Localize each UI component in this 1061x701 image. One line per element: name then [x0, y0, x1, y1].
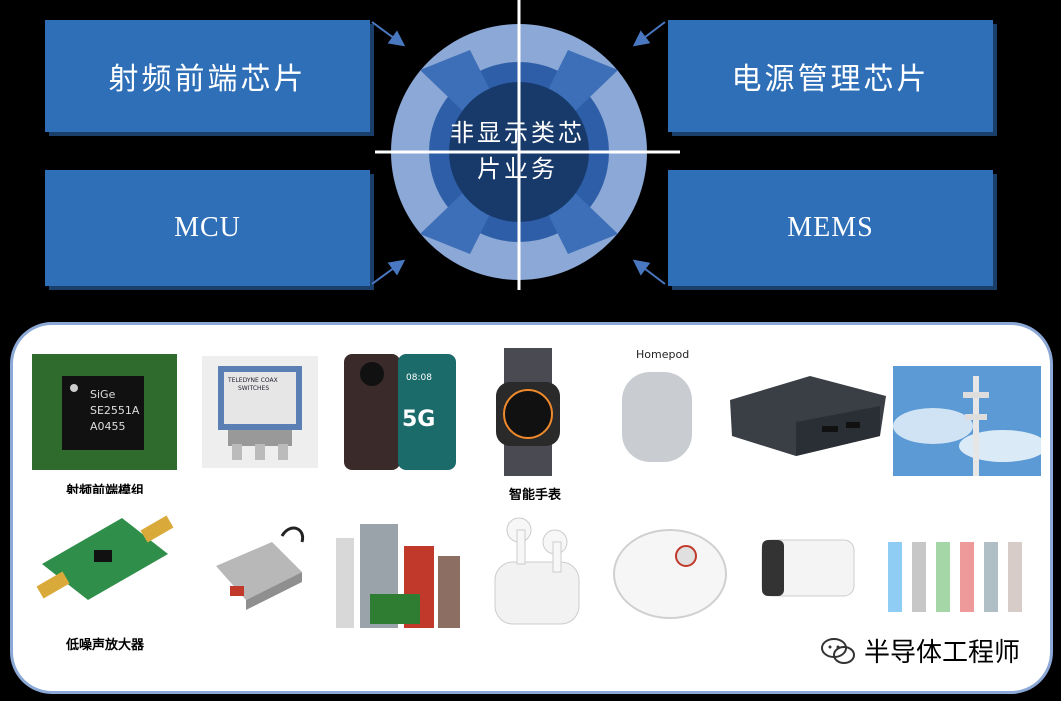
category-label: 射频前端芯片	[108, 62, 307, 97]
hub-label: 非显示类芯 片业务	[445, 115, 590, 187]
ring-diagram	[371, 0, 680, 290]
lna-board-photo	[22, 494, 182, 622]
speaker-name: Homepod	[636, 348, 689, 361]
connector-arrow-rf	[371, 21, 406, 47]
coax-type: SWITCHES	[238, 385, 269, 392]
tv-box-photo	[726, 356, 892, 474]
smartphone-photo: 08:08 5G	[336, 350, 464, 474]
robot-vacuum-photo	[610, 500, 728, 632]
e-cigarettes-photo	[880, 532, 1040, 614]
chip-brand: SiGe	[90, 388, 116, 401]
phone-badge: 5G	[402, 407, 435, 432]
rf-module-photo	[202, 512, 318, 626]
category-rf-front-end: 射频前端芯片	[45, 20, 370, 132]
category-mems: MEMS	[668, 170, 993, 286]
rf-chip-photo: SiGe SE2551A A0455	[32, 354, 177, 470]
category-label: MCU	[174, 212, 241, 243]
appliances-photo	[330, 516, 464, 632]
connector-arrow-mems	[632, 259, 666, 285]
brand-watermark: 半导体工程师	[820, 632, 1020, 669]
connector-arrow-pm	[632, 21, 666, 47]
security-camera-photo	[728, 500, 860, 632]
speaker-photo: Homepod	[588, 338, 726, 474]
smartwatch-photo	[470, 348, 586, 476]
coax-brand: TELEDYNE COAX	[227, 377, 278, 384]
category-label: MEMS	[787, 212, 874, 243]
hub-line-1: 非显示类芯	[450, 119, 585, 147]
category-power-management: 电源管理芯片	[668, 20, 993, 132]
category-label: 电源管理芯片	[731, 62, 930, 97]
chip-code: A0455	[90, 420, 126, 433]
wechat-icon	[821, 637, 855, 664]
category-mcu: MCU	[45, 170, 370, 286]
cell-tower-photo	[893, 366, 1041, 476]
chip-part: SE2551A	[90, 404, 140, 417]
coax-switch-photo: TELEDYNE COAX SWITCHES	[202, 356, 318, 468]
brand-text: 半导体工程师	[864, 638, 1021, 668]
phone-time: 08:08	[406, 373, 432, 383]
earbuds-photo	[469, 500, 611, 630]
hub-line-2: 片业务	[477, 155, 558, 183]
connector-arrow-mcu	[371, 259, 406, 285]
caption-smartwatch: 智能手表	[508, 488, 561, 503]
caption-lna: 低噪声放大器	[65, 638, 144, 653]
